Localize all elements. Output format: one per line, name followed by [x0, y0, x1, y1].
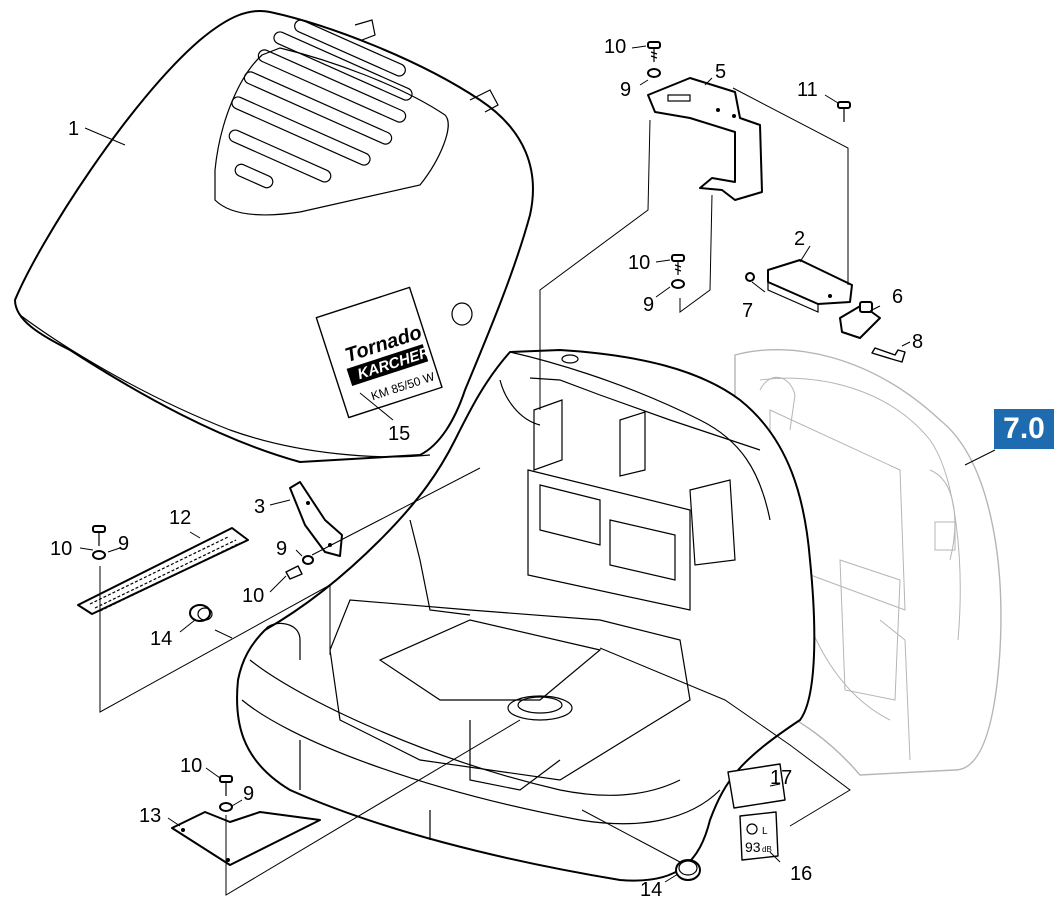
- section-number-badge: 7.0: [994, 409, 1054, 449]
- callouts: 1 2 3 5 6 7 8 9 9 9 9 9 10 10 10 10 10 1…: [50, 36, 923, 901]
- bracket-3: [289, 481, 343, 557]
- callout-10-center: 10: [242, 585, 264, 607]
- callout-3: 3: [254, 496, 265, 518]
- leader-lines: [79, 45, 996, 896]
- callout-5: 5: [715, 61, 726, 83]
- callout-10-left: 10: [50, 538, 72, 560]
- callout-14-left: 14: [150, 628, 172, 650]
- label-17: [727, 763, 786, 809]
- noise-label-prefix: L: [762, 826, 768, 837]
- callout-17: 17: [770, 767, 792, 789]
- plug-14-left: [189, 604, 213, 622]
- noise-label-value: 93: [745, 839, 761, 855]
- hood-vent-slots: [228, 19, 413, 189]
- callout-16: 16: [790, 863, 812, 885]
- callout-13: 13: [139, 805, 161, 827]
- hood: Tornado KARCHER KM 85/50 W: [14, 10, 534, 463]
- callout-9-bottom: 9: [243, 783, 254, 805]
- callout-2: 2: [794, 228, 805, 250]
- plug-14-bottom: [675, 859, 701, 881]
- bracket-5: [647, 77, 763, 201]
- callout-9-mid: 9: [643, 294, 654, 316]
- noise-label-16: L 93 dB: [739, 811, 779, 861]
- callout-10-top: 10: [604, 36, 626, 58]
- callout-7: 7: [742, 300, 753, 322]
- callout-10-bottom: 10: [180, 755, 202, 777]
- noise-label-unit: dB: [762, 845, 772, 854]
- plate-13: [171, 811, 321, 866]
- callout-8: 8: [912, 331, 923, 353]
- callout-11: 11: [797, 79, 818, 101]
- callout-9-center: 9: [276, 538, 287, 560]
- callout-14-bottom: 14: [640, 879, 662, 901]
- callout-9-top: 9: [620, 79, 631, 101]
- microswitch-6: [839, 301, 881, 339]
- hood-decal: Tornado KARCHER KM 85/50 W: [315, 286, 443, 419]
- chassis-base: [235, 349, 816, 882]
- screws-and-washers: [92, 41, 906, 812]
- callout-9-left: 9: [118, 533, 129, 555]
- callout-12: 12: [169, 507, 191, 529]
- callout-15: 15: [388, 423, 410, 445]
- callout-10-mid: 10: [628, 252, 650, 274]
- grille-12: [77, 527, 249, 615]
- bracket-2: [767, 259, 853, 313]
- callout-1: 1: [68, 118, 79, 140]
- callout-6: 6: [892, 286, 903, 308]
